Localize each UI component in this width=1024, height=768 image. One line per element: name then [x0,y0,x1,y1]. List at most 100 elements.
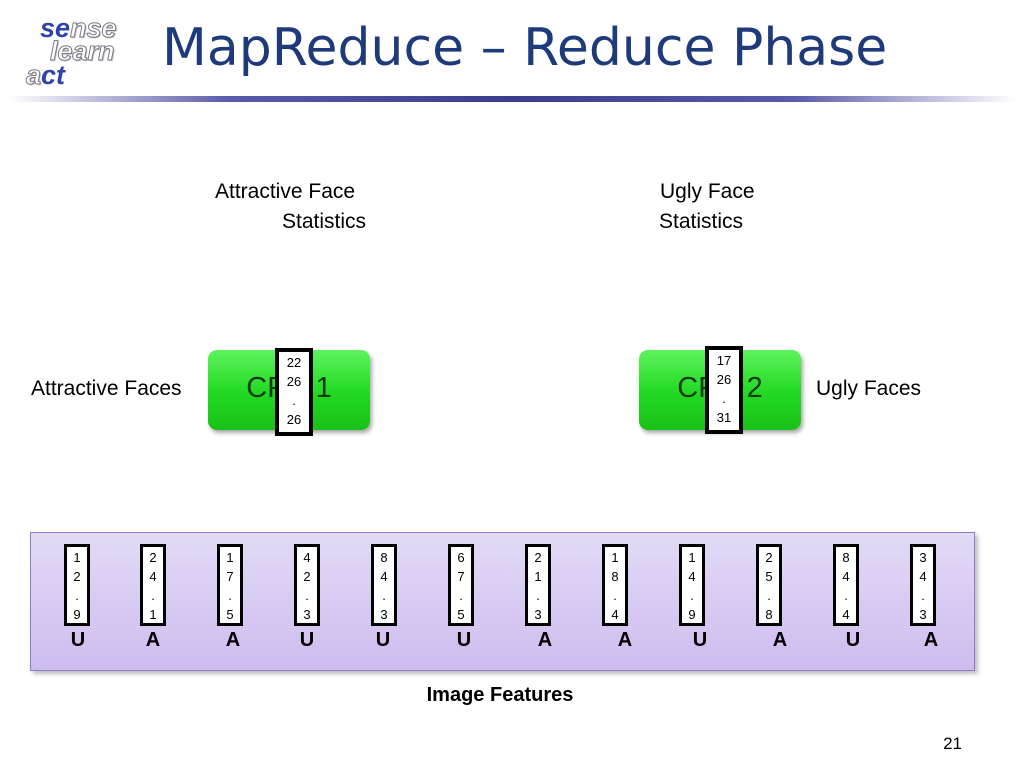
stat-card-line: 26 [286,374,302,389]
feature-value-line: 4 [919,569,927,584]
feature-class-label: U [692,629,708,651]
feature-value-line: 5 [457,607,465,622]
feature-value-line: 1 [611,550,619,565]
stat-card-line: . [292,393,296,408]
feature-value-line: 3 [919,550,927,565]
feature-class-label: A [617,629,633,651]
logo-text-nse: nse [70,13,118,43]
sense-learn-act-logo: sense learn act [22,14,132,90]
image-features-caption: Image Features [426,684,574,706]
feature-value-line: 1 [534,569,542,584]
feature-class-label: A [772,629,788,651]
feature-value-line: 3 [919,607,927,622]
stat-card-line: 22 [286,355,302,370]
feature-value-line: 4 [611,607,619,622]
slide-title: MapReduce – Reduce Phase [162,18,888,78]
feature-value-line: 4 [688,569,696,584]
page-number: 21 [943,734,962,753]
logo-line-1: sense [40,14,117,42]
feature-value-line: 4 [380,569,388,584]
feature-value-line: 2 [534,550,542,565]
feature-value-line: 9 [73,607,81,622]
feature-value-line: 1 [73,550,81,565]
feature-value-line: . [613,588,617,603]
stat-card-line: 26 [286,412,302,427]
ugly-stat-card: 17 26 . 31 [705,346,743,434]
attractive-stats-title-line2: Statistics [282,210,367,233]
feature-value-line: . [459,588,463,603]
feature-value-line: 2 [149,550,157,565]
feature-value-line: 8 [611,569,619,584]
feature-class-label: A [923,629,939,651]
feature-class-label: A [537,629,553,651]
feature-class-label: A [145,629,161,651]
feature-value-line: 2 [303,569,311,584]
stat-card-line: 31 [716,410,732,425]
feature-value-line: 7 [457,569,465,584]
stat-card-line: 17 [716,353,732,368]
logo-text-learn: learn [50,36,116,66]
feature-value-line: . [75,588,79,603]
logo-line-2: learn [50,37,116,65]
attractive-stats-title-line1: Attractive Face [215,180,356,203]
attractive-stat-card: 22 26 . 26 [275,348,313,436]
title-divider [8,96,1016,102]
feature-value-line: . [382,588,386,603]
stat-card-line: 26 [716,372,732,387]
feature-value-line: 4 [303,550,311,565]
feature-value-line: 1 [149,607,157,622]
logo-line-3: act [25,61,65,89]
feature-value-line: . [921,588,925,603]
feature-class-label: U [375,629,391,651]
ugly-faces-label: Ugly Faces [816,377,922,400]
feature-value-line: 2 [73,569,81,584]
logo-text-a: a [25,60,42,90]
feature-value-line: 1 [688,550,696,565]
feature-value-line: 2 [765,550,773,565]
logo-text-se: se [40,13,71,43]
feature-value-line: 8 [765,607,773,622]
feature-value-line: 1 [226,550,234,565]
feature-class-label: U [845,629,861,651]
ugly-stats-title-line2: Statistics [659,210,744,233]
feature-value-line: 4 [842,569,850,584]
feature-value-line: 8 [842,550,850,565]
feature-value-line: . [151,588,155,603]
feature-class-label: U [70,629,86,651]
feature-value-line: . [536,588,540,603]
attractive-faces-label: Attractive Faces [31,377,182,400]
feature-value-line: 7 [226,569,234,584]
feature-value-line: . [767,588,771,603]
feature-class-label: U [456,629,472,651]
feature-class-label: U [299,629,315,651]
feature-value-line: 5 [765,569,773,584]
feature-value-line: . [305,588,309,603]
feature-value-line: 8 [380,550,388,565]
logo-text-ct: ct [41,60,66,90]
feature-value-line: 3 [380,607,388,622]
stat-card-line: . [722,391,726,406]
feature-class-label: A [225,629,241,651]
feature-value-line: . [228,588,232,603]
feature-value-line: 5 [226,607,234,622]
feature-value-line: 6 [457,550,465,565]
feature-value-line: 9 [688,607,696,622]
ugly-stats-title-line1: Ugly Face [660,180,755,203]
feature-value-line: . [690,588,694,603]
feature-value-line: 4 [149,569,157,584]
feature-value-line: 4 [842,607,850,622]
feature-value-line: 3 [534,607,542,622]
